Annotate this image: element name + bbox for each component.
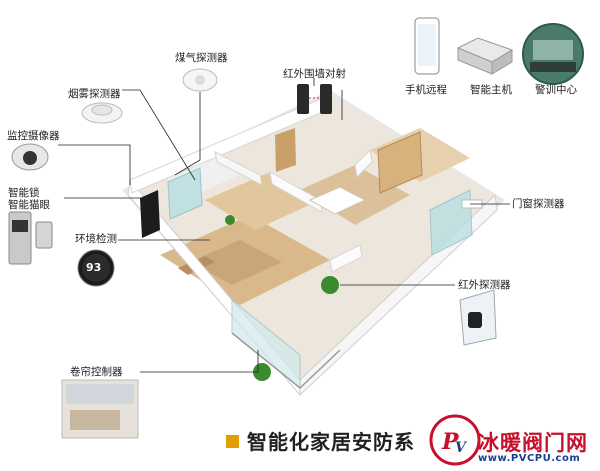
infrared-beam-left-icon (297, 84, 309, 114)
wall-inner-3 (269, 171, 323, 213)
infrared-label: 红外探测器 (458, 279, 511, 291)
banner-title: 智能化家居安防系 (226, 426, 415, 455)
bookshelf (275, 128, 296, 172)
watermark-url: www.PVCPU.com (478, 453, 581, 464)
bed (308, 186, 367, 215)
plant-1 (321, 276, 339, 294)
infrared-wall-label: 红外围墙对射 (283, 68, 346, 80)
entry-door (140, 190, 160, 238)
lock-label: 智能锁 智能猫眼 (8, 187, 50, 211)
smoke-detector-label: 烟雾探测器 (68, 88, 121, 100)
wall-inner-5 (354, 148, 373, 179)
leader-lines (58, 78, 510, 373)
smart-lock-icon (8, 211, 32, 265)
plant-2 (253, 363, 271, 381)
camera-label: 监控摄像器 (7, 130, 60, 142)
thermostat-readout: 93 (86, 261, 102, 274)
living-rug (190, 240, 282, 285)
infrared-beam-right-icon (320, 84, 332, 114)
curtain-label: 卷帘控制器 (70, 366, 123, 378)
phone-label: 手机远程 (405, 84, 447, 96)
balcony-rail (231, 332, 341, 389)
center-label: 警训中心 (535, 84, 577, 96)
wall-inner-4 (329, 244, 363, 273)
watermark-name: 冰暖阀门网 (478, 431, 588, 455)
host-label: 智能主机 (470, 84, 512, 96)
wall-inner-2 (214, 151, 263, 186)
gas-detector-label: 煤气探测器 (175, 52, 228, 64)
banner-square (226, 435, 239, 448)
glass-door-kitchen (167, 167, 203, 220)
env-label: 环境检测 (75, 233, 117, 245)
plant-3 (225, 215, 235, 225)
banner-text: 智能化家居安防系 (247, 430, 415, 454)
wardrobe (377, 131, 423, 194)
smart-peephole-icon (35, 221, 53, 249)
door-window-label: 门窗探测器 (512, 198, 565, 210)
